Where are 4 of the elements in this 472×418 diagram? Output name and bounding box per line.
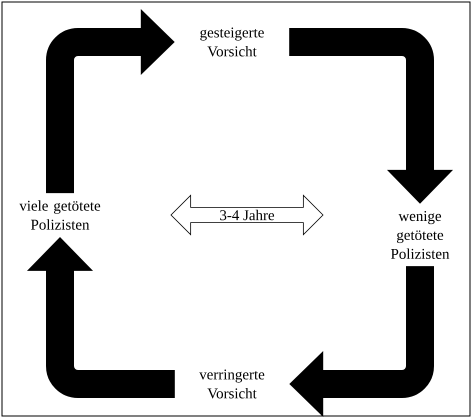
label-text: wenige getötete Polizisten xyxy=(390,211,450,259)
label-text: gesteigerte Vorsicht xyxy=(200,27,264,57)
label-text: verringerte Vorsicht xyxy=(199,369,264,399)
label-text: viele getötete Polizisten xyxy=(19,200,100,230)
